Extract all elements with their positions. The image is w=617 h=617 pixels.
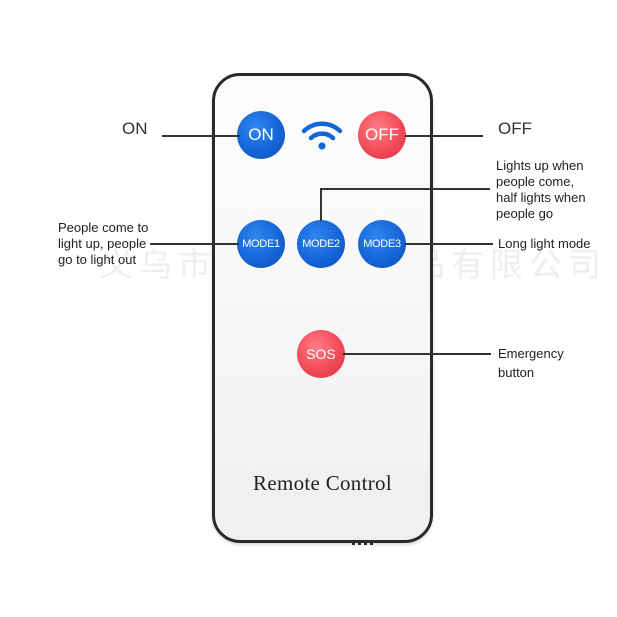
callout-mode1-line-1: People come to	[58, 220, 149, 235]
callout-mode2-line-1: Lights up when	[496, 158, 584, 173]
mode1-button[interactable]: MODE1	[237, 220, 285, 268]
callout-mode1-line-3: go to light out	[58, 252, 137, 267]
callout-line-off	[405, 135, 483, 137]
callout-line-mode1	[150, 243, 239, 245]
mode2-button[interactable]: MODE2	[297, 220, 345, 268]
callout-on: ON	[122, 119, 148, 138]
callout-vline-mode2	[320, 188, 322, 221]
callout-line-sos	[343, 353, 491, 355]
callout-mode2-line-4: people go	[496, 206, 554, 221]
callout-mode1: People come to light up, people go to li…	[58, 220, 148, 268]
callout-mode3: Long light mode	[498, 236, 591, 251]
callout-line-mode3	[405, 243, 493, 245]
callout-line-on	[162, 135, 240, 137]
remote-label: Remote Control	[253, 471, 392, 495]
callout-mode1-line-2: light up, people	[58, 236, 147, 251]
callout-sos-line-1: Emergency	[498, 346, 564, 361]
callout-mode2: Lights up when people come, half lights …	[496, 158, 586, 222]
callout-sos-line-2: button	[498, 365, 535, 380]
wifi-signal-icon	[301, 121, 343, 150]
callout-line-mode2	[320, 188, 490, 190]
callout-mode2-line-2: people come,	[496, 174, 575, 189]
on-button[interactable]: ON	[237, 111, 285, 159]
sos-button[interactable]: SOS	[297, 330, 345, 378]
callout-sos: Emergency button	[498, 344, 564, 382]
remote-notch	[352, 540, 374, 545]
mode3-button[interactable]: MODE3	[358, 220, 406, 268]
off-button[interactable]: OFF	[358, 111, 406, 159]
callout-mode2-line-3: half lights when	[496, 190, 586, 205]
callout-off: OFF	[498, 119, 532, 138]
